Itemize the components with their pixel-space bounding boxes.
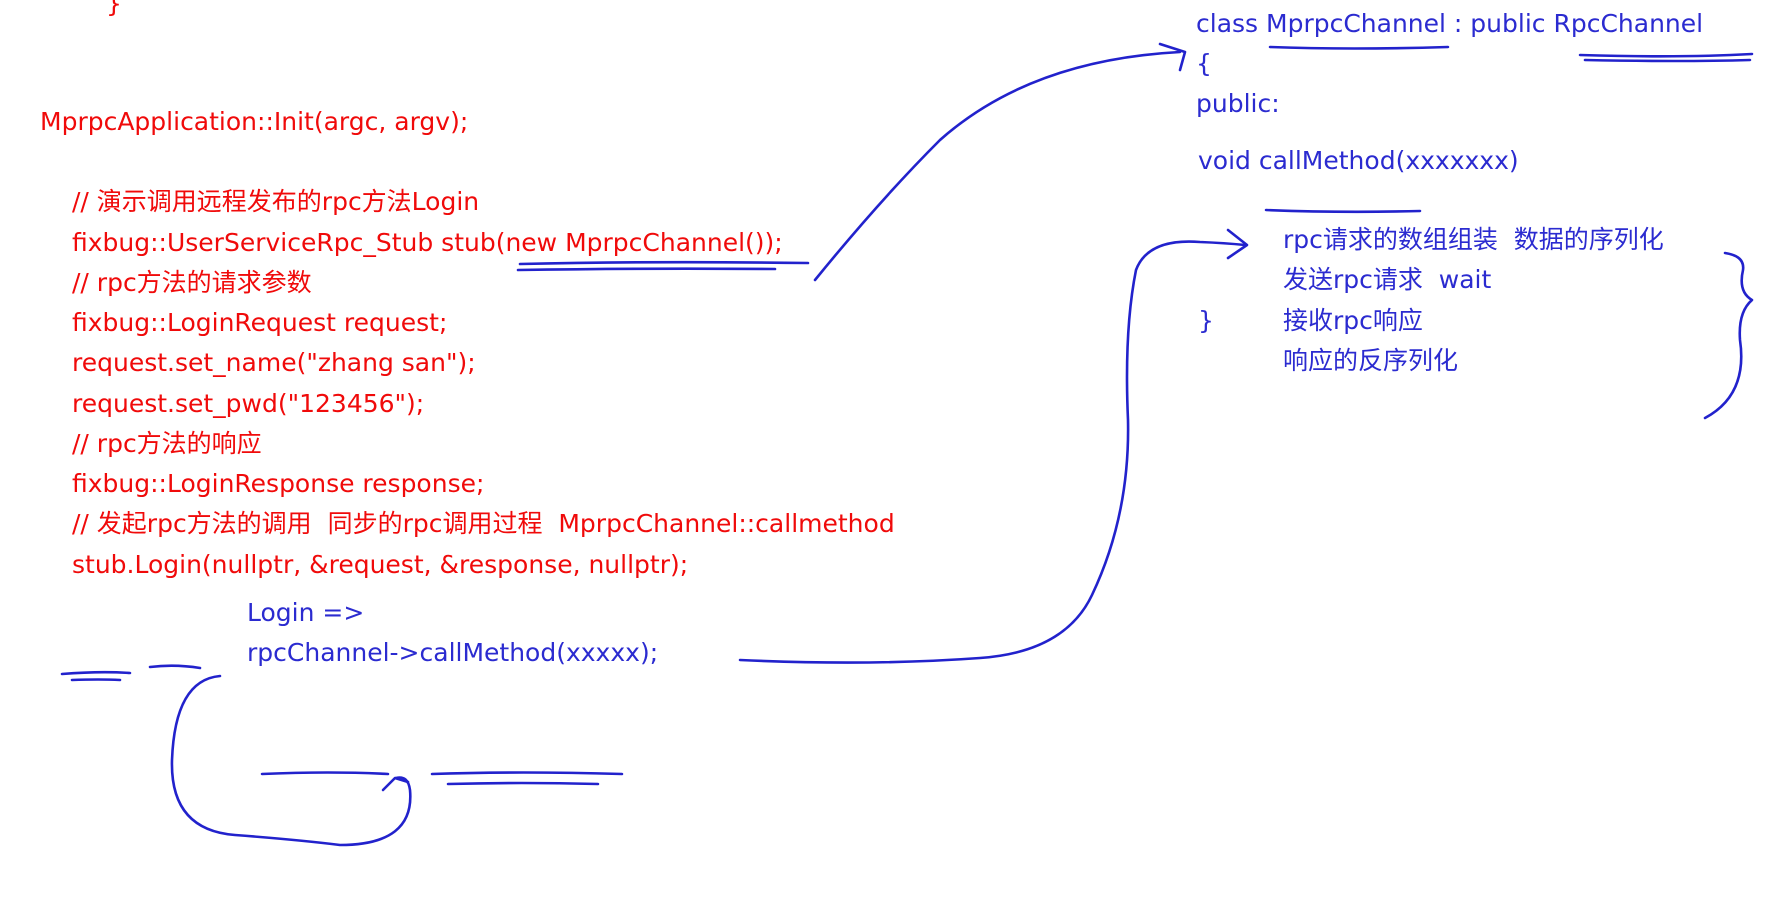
underline-rpcchannel-note xyxy=(260,771,390,776)
underline-new-mprpcchannel xyxy=(518,260,810,266)
steps-right-brace xyxy=(1703,251,1754,420)
code-line-set-pwd: request.set_pwd("123456"); xyxy=(72,389,425,418)
arrow-to-callmethod-body xyxy=(738,240,1247,664)
login-note-line1: Login => xyxy=(247,598,365,627)
closing-brace-top: } xyxy=(106,0,122,18)
loop-arrow-login-callmethod xyxy=(170,674,412,847)
underline-rpcchannel-base-2 xyxy=(1583,58,1752,63)
code-line-request-decl: fixbug::LoginRequest request; xyxy=(72,308,448,337)
underline-stub-login xyxy=(60,670,132,676)
underline-new-mprpcchannel-2 xyxy=(516,267,777,272)
code-line-comment-request: // rpc方法的请求参数 xyxy=(72,268,312,297)
code-line-comment-call: // 发起rpc方法的调用 同步的rpc调用过程 MprpcChannel::c… xyxy=(72,509,895,538)
code-line-comment-response: // rpc方法的响应 xyxy=(72,429,262,458)
loop-arrowhead xyxy=(381,776,410,792)
method-step-receive: 接收rpc响应 xyxy=(1283,306,1423,335)
init-line: MprpcApplication::Init(argc, argv); xyxy=(40,107,469,136)
underline-mprpcchannel-class xyxy=(1268,45,1450,50)
method-step-send: 发送rpc请求 wait xyxy=(1283,265,1492,294)
code-line-response-decl: fixbug::LoginResponse response; xyxy=(72,469,485,498)
code-line-set-name: request.set_name("zhang san"); xyxy=(72,348,476,377)
class-access-public: public: xyxy=(1196,89,1280,118)
arrowhead-to-callmethod-body xyxy=(1226,228,1249,260)
underline-stub-login-2 xyxy=(70,678,122,682)
underline-callmethod-note xyxy=(430,771,624,776)
method-step-serialize: rpc请求的数组组装 数据的序列化 xyxy=(1283,225,1664,254)
class-close-brace: } xyxy=(1198,306,1214,335)
code-line-comment-login: // 演示调用远程发布的rpc方法Login xyxy=(72,187,480,216)
underline-login-word xyxy=(148,664,202,670)
code-line-stub-login: stub.Login(nullptr, &request, &response,… xyxy=(72,550,689,579)
underline-rpcchannel-base xyxy=(1578,52,1754,58)
code-line-stub-decl: fixbug::UserServiceRpc_Stub stub(new Mpr… xyxy=(72,228,783,257)
login-note-line2: rpcChannel->callMethod(xxxxx); xyxy=(247,638,659,667)
class-open-brace: { xyxy=(1196,49,1212,78)
arrowhead-to-class-decl xyxy=(1158,42,1187,72)
class-declaration: class MprpcChannel : public RpcChannel xyxy=(1196,9,1704,38)
underline-callmethod-class xyxy=(1264,208,1422,214)
method-step-deserialize: 响应的反序列化 xyxy=(1283,346,1459,375)
underline-callmethod-note-2 xyxy=(446,781,600,786)
arrow-to-class-decl xyxy=(813,50,1182,282)
class-method-signature: void callMethod(xxxxxxx) xyxy=(1198,146,1519,175)
